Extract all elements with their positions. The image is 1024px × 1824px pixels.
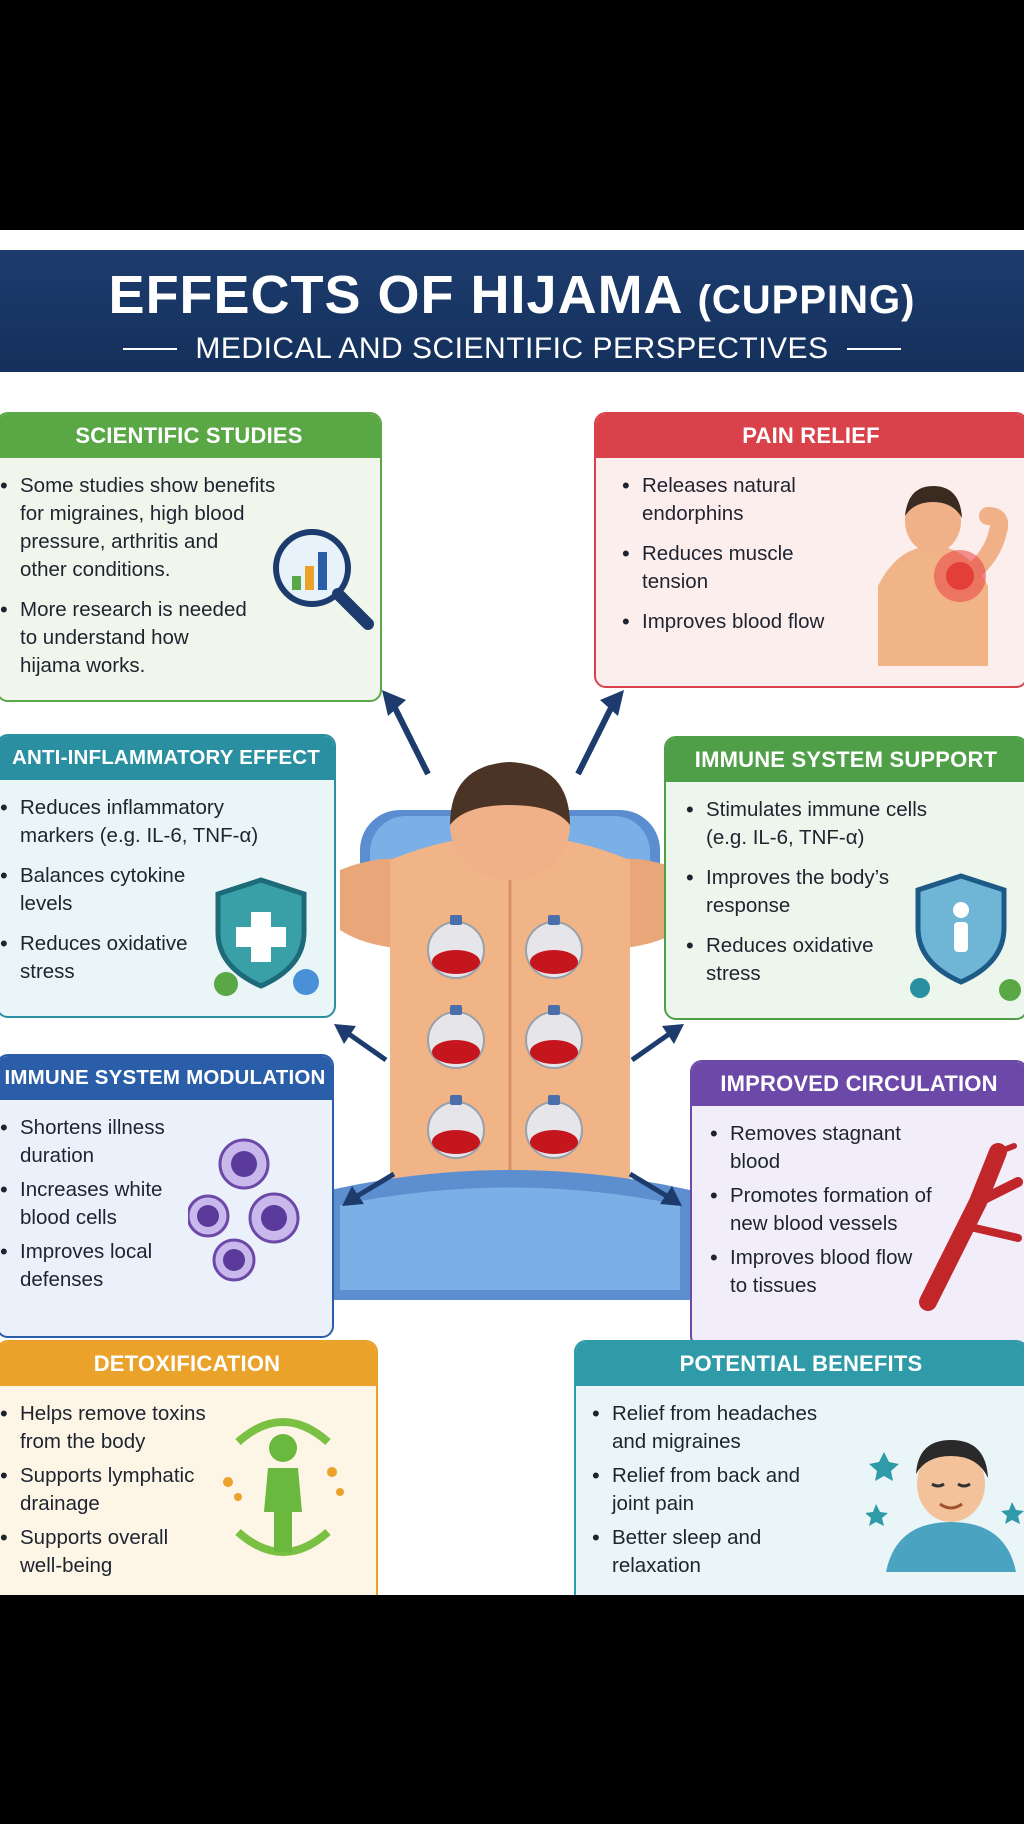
card-improved-circulation: IMPROVED CIRCULATION Removes stagnant bl…	[690, 1060, 1024, 1348]
relaxed-man-icon	[866, 1440, 1024, 1572]
arrow-up-left	[382, 690, 431, 776]
list-item: Increases white blood cells	[0, 1176, 332, 1232]
card-title: SCIENTIFIC STUDIES	[0, 414, 380, 458]
list-item: Supports lymphatic drainage	[0, 1462, 376, 1518]
list-item: Removes stagnant blood	[710, 1120, 1024, 1176]
list-item: Shortens illness duration	[0, 1114, 332, 1170]
list-item: Improves blood flow	[622, 608, 1024, 636]
cupping-back-icon	[330, 762, 690, 1300]
arrow-right-mid	[630, 1024, 684, 1063]
title-paren: (CUPPING)	[697, 278, 916, 322]
card-list: Helps remove toxins from the body Suppor…	[0, 1386, 376, 1580]
list-item: Reduces oxidative stress	[0, 930, 334, 986]
white-cells-icon	[188, 1138, 300, 1282]
card-list: Relief from headaches and migraines Reli…	[576, 1386, 1024, 1580]
blood-vessel-icon	[919, 1143, 1023, 1311]
list-item: Reduces muscle tension	[622, 540, 1024, 596]
card-immune-support: IMMUNE SYSTEM SUPPORT Stimulates immune …	[664, 736, 1024, 1020]
card-immune-modulation: IMMUNE SYSTEM MODULATION Shortens illnes…	[0, 1054, 334, 1338]
detox-person-icon	[223, 1418, 344, 1556]
list-item: Improves the body’s response	[686, 864, 1024, 920]
subtitle-rule-left	[123, 348, 178, 350]
card-title: IMPROVED CIRCULATION	[692, 1062, 1024, 1106]
arrow-left-mid	[334, 1024, 388, 1063]
arrow-right-low	[628, 1171, 682, 1206]
magnifier-chart-icon	[273, 529, 374, 630]
card-list: Releases natural endorphins Reduces musc…	[596, 458, 1024, 636]
list-item: Reduces inflammatory markers (e.g. IL-6,…	[0, 794, 334, 850]
list-item: Balances cytokine levels	[0, 862, 334, 918]
card-list: Some studies show benefits for migraines…	[0, 458, 380, 680]
list-item: Helps remove toxins from the body	[0, 1400, 376, 1456]
subtitle-text: MEDICAL AND SCIENTIFIC PERSPECTIVES	[195, 332, 829, 365]
arrow-left-low	[342, 1171, 396, 1206]
card-list: Removes stagnant blood Promotes formatio…	[692, 1106, 1024, 1300]
page-subtitle: MEDICAL AND SCIENTIFIC PERSPECTIVES	[0, 332, 1024, 366]
list-item: More research is needed to understand ho…	[0, 596, 380, 680]
shield-person-icon	[910, 873, 1021, 1001]
title-main: EFFECTS OF HIJAMA	[108, 265, 698, 325]
page-title: EFFECTS OF HIJAMA (CUPPING)	[0, 264, 1024, 326]
card-detoxification: DETOXIFICATION Helps remove toxins from …	[0, 1340, 378, 1595]
list-item: Supports overall well-being	[0, 1524, 376, 1580]
list-item: Relief from headaches and migraines	[592, 1400, 1024, 1456]
card-list: Shortens illness duration Increases whit…	[0, 1100, 332, 1294]
list-item: Improves blood flow to tissues	[710, 1244, 1024, 1300]
list-item: Promotes formation of new blood vessels	[710, 1182, 1024, 1238]
list-item: Releases natural endorphins	[622, 472, 1024, 528]
arrow-up-right	[575, 690, 624, 776]
card-potential-benefits: POTENTIAL BENEFITS Relief from headaches…	[574, 1340, 1024, 1595]
card-list: Stimulates immune cells (e.g. IL-6, TNF-…	[666, 782, 1024, 988]
list-item: Some studies show benefits for migraines…	[0, 472, 380, 584]
shield-cross-icon	[214, 877, 319, 996]
card-title: IMMUNE SYSTEM MODULATION	[0, 1056, 332, 1100]
list-item: Better sleep and relaxation	[592, 1524, 1024, 1580]
card-scientific-studies: SCIENTIFIC STUDIES Some studies show ben…	[0, 412, 382, 702]
card-anti-inflammatory: ANTI-INFLAMMATORY EFFECT Reduces inflamm…	[0, 734, 336, 1018]
card-title: ANTI-INFLAMMATORY EFFECT	[0, 736, 334, 780]
list-item: Stimulates immune cells (e.g. IL-6, TNF-…	[686, 796, 1024, 852]
sore-shoulder-icon	[878, 486, 1008, 666]
header-banner: EFFECTS OF HIJAMA (CUPPING) MEDICAL AND …	[0, 250, 1024, 372]
list-item: Relief from back and joint pain	[592, 1462, 1024, 1518]
subtitle-rule-right	[846, 348, 901, 350]
card-title: PAIN RELIEF	[596, 414, 1024, 458]
card-pain-relief: PAIN RELIEF Releases natural endorphins …	[594, 412, 1024, 688]
card-title: POTENTIAL BENEFITS	[576, 1342, 1024, 1386]
card-title: IMMUNE SYSTEM SUPPORT	[666, 738, 1024, 782]
infographic-canvas: EFFECTS OF HIJAMA (CUPPING) MEDICAL AND …	[0, 230, 1024, 1595]
list-item: Improves local defenses	[0, 1238, 332, 1294]
card-list: Reduces inflammatory markers (e.g. IL-6,…	[0, 780, 334, 986]
list-item: Reduces oxidative stress	[686, 932, 1024, 988]
card-title: DETOXIFICATION	[0, 1342, 376, 1386]
